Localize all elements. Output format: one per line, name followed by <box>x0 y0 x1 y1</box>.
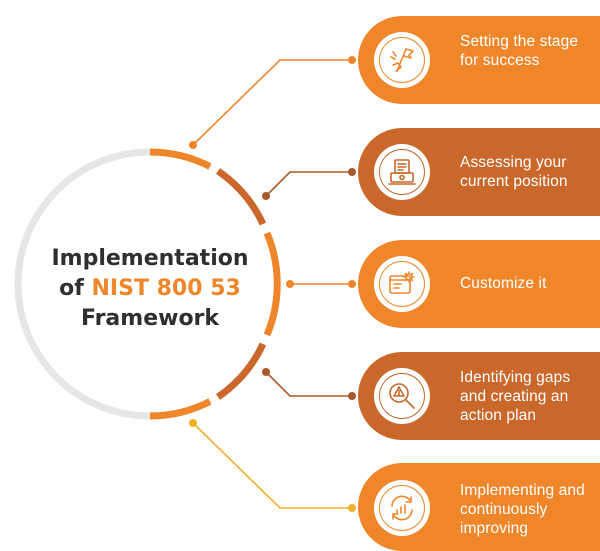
step-2-label: Assessing your current position <box>460 154 568 190</box>
ring-segment-2 <box>215 168 267 226</box>
step-4-label: Identifying gaps and creating an action … <box>460 369 571 424</box>
center-title-accent: NIST 800 53 <box>91 276 241 301</box>
ring-segment-4 <box>215 342 267 400</box>
step-3-label: Customize it <box>460 275 547 292</box>
connector-4-dot-end <box>348 392 356 400</box>
connector-2-dot-start <box>262 192 270 200</box>
magnifier-with-warning-icon <box>379 373 425 419</box>
browser-with-gear-icon <box>379 261 425 307</box>
step-3-icon-badge <box>374 256 430 312</box>
center-ring-gray-arc <box>14 148 151 420</box>
step-4-icon-badge <box>374 368 430 424</box>
document-and-laptop-icon <box>379 149 425 195</box>
center-title: Implementation of NIST 800 53 Framework <box>40 244 260 334</box>
connector-2 <box>265 171 352 197</box>
connector-5 <box>192 422 352 509</box>
connector-1 <box>192 59 352 146</box>
ring-segment-5 <box>149 398 212 420</box>
ring-segment-1 <box>149 148 212 170</box>
connector-5-dot-start <box>189 419 197 427</box>
step-2-icon-badge <box>374 144 430 200</box>
step-card-3: Customize it <box>358 240 600 328</box>
center-title-line2: of NIST 800 53 <box>59 276 241 301</box>
step-5-icon-badge <box>374 480 430 536</box>
connector-1-dot-end <box>348 56 356 64</box>
ring-segment-3 <box>263 231 281 337</box>
connector-4-dot-start <box>262 368 270 376</box>
step-5-label: Implementing and continuously improving <box>460 482 585 537</box>
step-card-4: Identifying gaps and creating an action … <box>358 352 600 440</box>
step-card-1: Setting the stage for success <box>358 16 600 104</box>
step-card-5: Implementing and continuously improving <box>358 463 600 551</box>
hand-with-flag-icon <box>379 37 425 83</box>
connector-5-dot-end <box>348 504 356 512</box>
step-card-2: Assessing your current position <box>358 128 600 216</box>
cycle-with-bar-chart-icon <box>379 485 425 531</box>
connector-4 <box>265 371 352 397</box>
connector-3-dot-end <box>348 280 356 288</box>
step-1-icon-badge <box>374 32 430 88</box>
connector-3-dot-start <box>286 280 294 288</box>
connector-1-dot-start <box>189 141 197 149</box>
center-title-line1: Implementation <box>51 246 249 271</box>
step-1-label: Setting the stage for success <box>460 33 579 69</box>
connector-2-dot-end <box>348 168 356 176</box>
center-title-line3: Framework <box>80 306 220 331</box>
